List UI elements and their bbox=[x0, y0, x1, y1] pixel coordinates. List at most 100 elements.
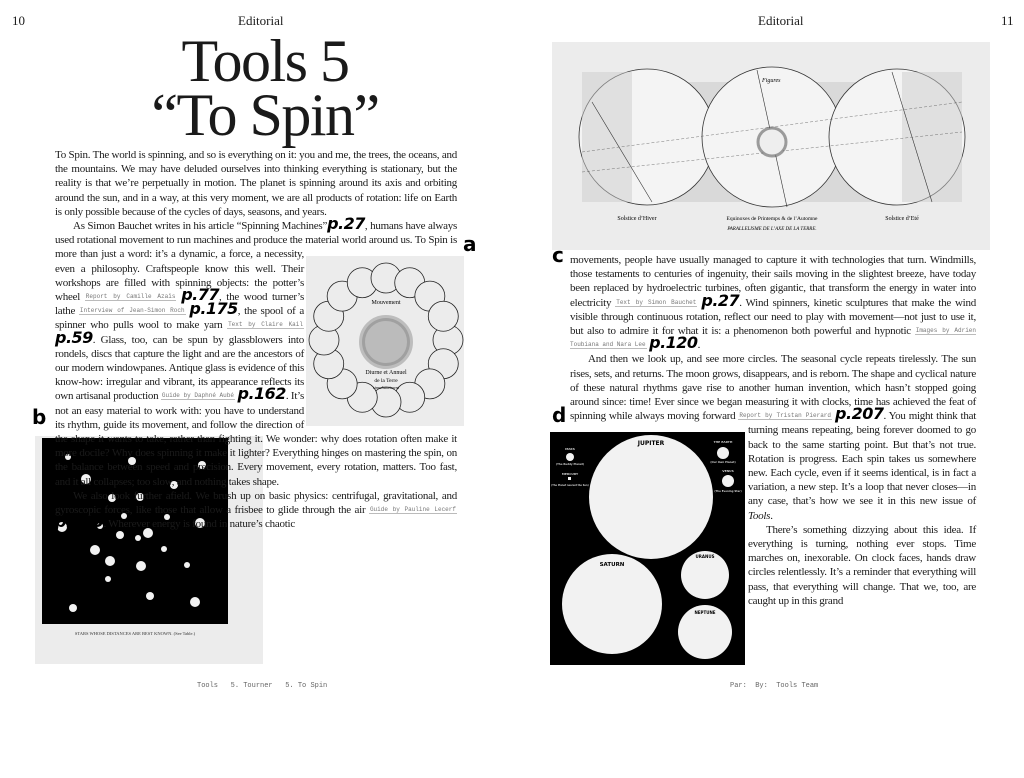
text-run: There’s something dizzying about this id… bbox=[748, 523, 976, 607]
text-run: . Wind spinners, kinetic sculptures that… bbox=[570, 296, 976, 338]
marker-b: b bbox=[32, 405, 47, 429]
star-dot bbox=[128, 457, 136, 465]
page-title: Tools 5 “To Spin” bbox=[60, 28, 470, 148]
text-run: . Glass, too, can be spun by glassblower… bbox=[55, 333, 304, 403]
page-number-right: 11 bbox=[1001, 13, 1014, 28]
text-run: And then we look up, and see more circle… bbox=[570, 353, 976, 423]
title-line-1: Tools 5 bbox=[181, 28, 350, 94]
star-dot bbox=[69, 604, 77, 612]
star-dot bbox=[184, 562, 190, 568]
planet-label: JUPITER bbox=[637, 440, 665, 447]
star-dot bbox=[146, 592, 154, 600]
star-dot bbox=[105, 576, 111, 582]
star-dot bbox=[97, 523, 103, 529]
figure-top-label: Solstice d’Hiver bbox=[617, 216, 656, 222]
paragraph: As Simon Bauchet writes in his article “… bbox=[55, 216, 457, 489]
figure-d-planets: JUPITER MARS (The Ruddy Planet) MERCURY … bbox=[550, 432, 745, 665]
page-reference-link[interactable]: p.27 bbox=[701, 290, 740, 310]
text-run: . bbox=[770, 509, 773, 522]
star-dot bbox=[161, 546, 167, 552]
marker-c: c bbox=[552, 243, 564, 267]
earth-position-circle bbox=[427, 300, 459, 332]
star-dot bbox=[81, 474, 91, 484]
page-reference-link[interactable]: p.207 bbox=[835, 404, 884, 424]
star-dot bbox=[170, 481, 178, 489]
page-reference-link[interactable]: p.59 bbox=[55, 327, 93, 347]
planet-label: MERCURY bbox=[562, 472, 579, 476]
paragraph: We also look further afield. We brush up… bbox=[55, 489, 457, 532]
page-reference-link[interactable]: p.120 bbox=[649, 333, 698, 353]
credit-tag: Interview of Jean-Simon Roch bbox=[78, 307, 186, 316]
page-reference-link[interactable]: p.175 bbox=[189, 299, 238, 319]
left-article-body: To Spin. The world is spinning, and so i… bbox=[55, 148, 457, 778]
text-run: , humans have always used rotational mov… bbox=[55, 220, 457, 304]
footer-left: Tools 5. Tourner 5. To Spin bbox=[197, 682, 327, 690]
star-dot bbox=[136, 561, 146, 571]
italic-title: Tools bbox=[748, 509, 771, 522]
credit-tag: Report by Tristan Pierard bbox=[738, 412, 832, 421]
page-reference-link[interactable]: p.103 bbox=[55, 512, 104, 532]
footer-by: By: bbox=[755, 682, 768, 690]
planet-label: VENUS bbox=[722, 469, 733, 473]
figure-b-star-chart: STARS WHOSE DISTANCES ARE BEST KNOWN. (S… bbox=[35, 436, 263, 664]
figure-a-label: Diurne et Annuel bbox=[365, 370, 407, 376]
credit-tag: Report by Camille Azaïs bbox=[84, 293, 177, 302]
footer-par: Par: bbox=[730, 682, 747, 690]
text-run: . bbox=[697, 339, 701, 352]
running-head-right: Editorial bbox=[758, 13, 804, 28]
star-dot bbox=[90, 545, 100, 555]
running-head-left: Editorial bbox=[238, 13, 284, 28]
figure-a-label: de la Terre bbox=[374, 378, 398, 384]
text-run: , the spool of a spinner who pulls wool … bbox=[55, 305, 304, 332]
star-dot bbox=[105, 556, 115, 566]
figure-a-label: simultanément bbox=[373, 385, 400, 390]
figure-a-label: Mouvement bbox=[372, 300, 401, 306]
marker-a: a bbox=[463, 232, 477, 256]
page-reference-link[interactable]: p.77 bbox=[181, 285, 220, 305]
planet-label: URANUS bbox=[696, 554, 715, 559]
footer-issue-fr: 5. Tourner bbox=[230, 682, 273, 690]
footer-issue-en: 5. To Spin bbox=[285, 682, 328, 690]
text-run: , the wood turner’s lathe bbox=[55, 291, 304, 318]
planet-label: (Our Own Planet) bbox=[710, 460, 735, 464]
text-run: To Spin. The world is spinning, and so i… bbox=[55, 149, 457, 218]
planet-label: NEPTUNE bbox=[694, 610, 715, 615]
text-run: movements, people have usually managed t… bbox=[570, 254, 976, 309]
paragraph: There’s something dizzying about this id… bbox=[570, 523, 976, 608]
page-number-left: 10 bbox=[12, 13, 25, 28]
figure-top-label: PARALLELISME DE L’AXE DE LA TERRE. bbox=[726, 227, 816, 232]
figure-a-earth-movement: Mouvement Diurne et Annuel de la Terre s… bbox=[306, 256, 464, 426]
figure-top-earth-axis: Figures Solstice d’Hiver Equinoxes de Pr… bbox=[552, 42, 990, 250]
star-dot bbox=[198, 461, 206, 469]
page-reference-link[interactable]: p.162 bbox=[237, 384, 286, 404]
planet-label: MARS bbox=[565, 447, 575, 451]
star-dot bbox=[164, 514, 170, 520]
star-dot bbox=[135, 535, 141, 541]
text-run: We also look further afield. We brush up… bbox=[55, 489, 457, 517]
figure-top-label: Figures bbox=[761, 78, 781, 84]
figure-top-label: Solstice d’Eté bbox=[885, 216, 919, 222]
star-dot bbox=[143, 528, 153, 538]
page-reference-link[interactable]: p.27 bbox=[327, 214, 365, 234]
planet-label: SATURN bbox=[600, 562, 625, 568]
figure-top-label: Equinoxes de Printemps & de l’Automne bbox=[727, 216, 818, 222]
planet-label: (The Ruddy Planet) bbox=[556, 462, 584, 466]
star-dot bbox=[108, 494, 116, 502]
footer-author: Tools Team bbox=[776, 682, 819, 690]
star-dot bbox=[195, 518, 205, 528]
title-line-2: “To Spin” bbox=[151, 82, 380, 148]
footer-magazine: Tools bbox=[197, 682, 219, 690]
marker-d: d bbox=[552, 403, 567, 427]
star-dot bbox=[121, 513, 127, 519]
paragraph: movements, people have usually managed t… bbox=[570, 253, 976, 352]
star-dot bbox=[190, 597, 200, 607]
star-dot bbox=[57, 522, 67, 532]
text-run: . You might think that turning means rep… bbox=[748, 410, 977, 508]
credit-tag: Guide by Daphné Aubé bbox=[160, 392, 235, 401]
text-run: . It’s not an easy material to work with… bbox=[55, 390, 457, 488]
planet-label: (The Evening Star) bbox=[714, 489, 741, 493]
star-dot bbox=[136, 493, 144, 501]
paragraph: And then we look up, and see more circle… bbox=[570, 352, 976, 522]
footer-right: Par: By: Tools Team bbox=[730, 682, 818, 690]
star-dot bbox=[116, 531, 124, 539]
